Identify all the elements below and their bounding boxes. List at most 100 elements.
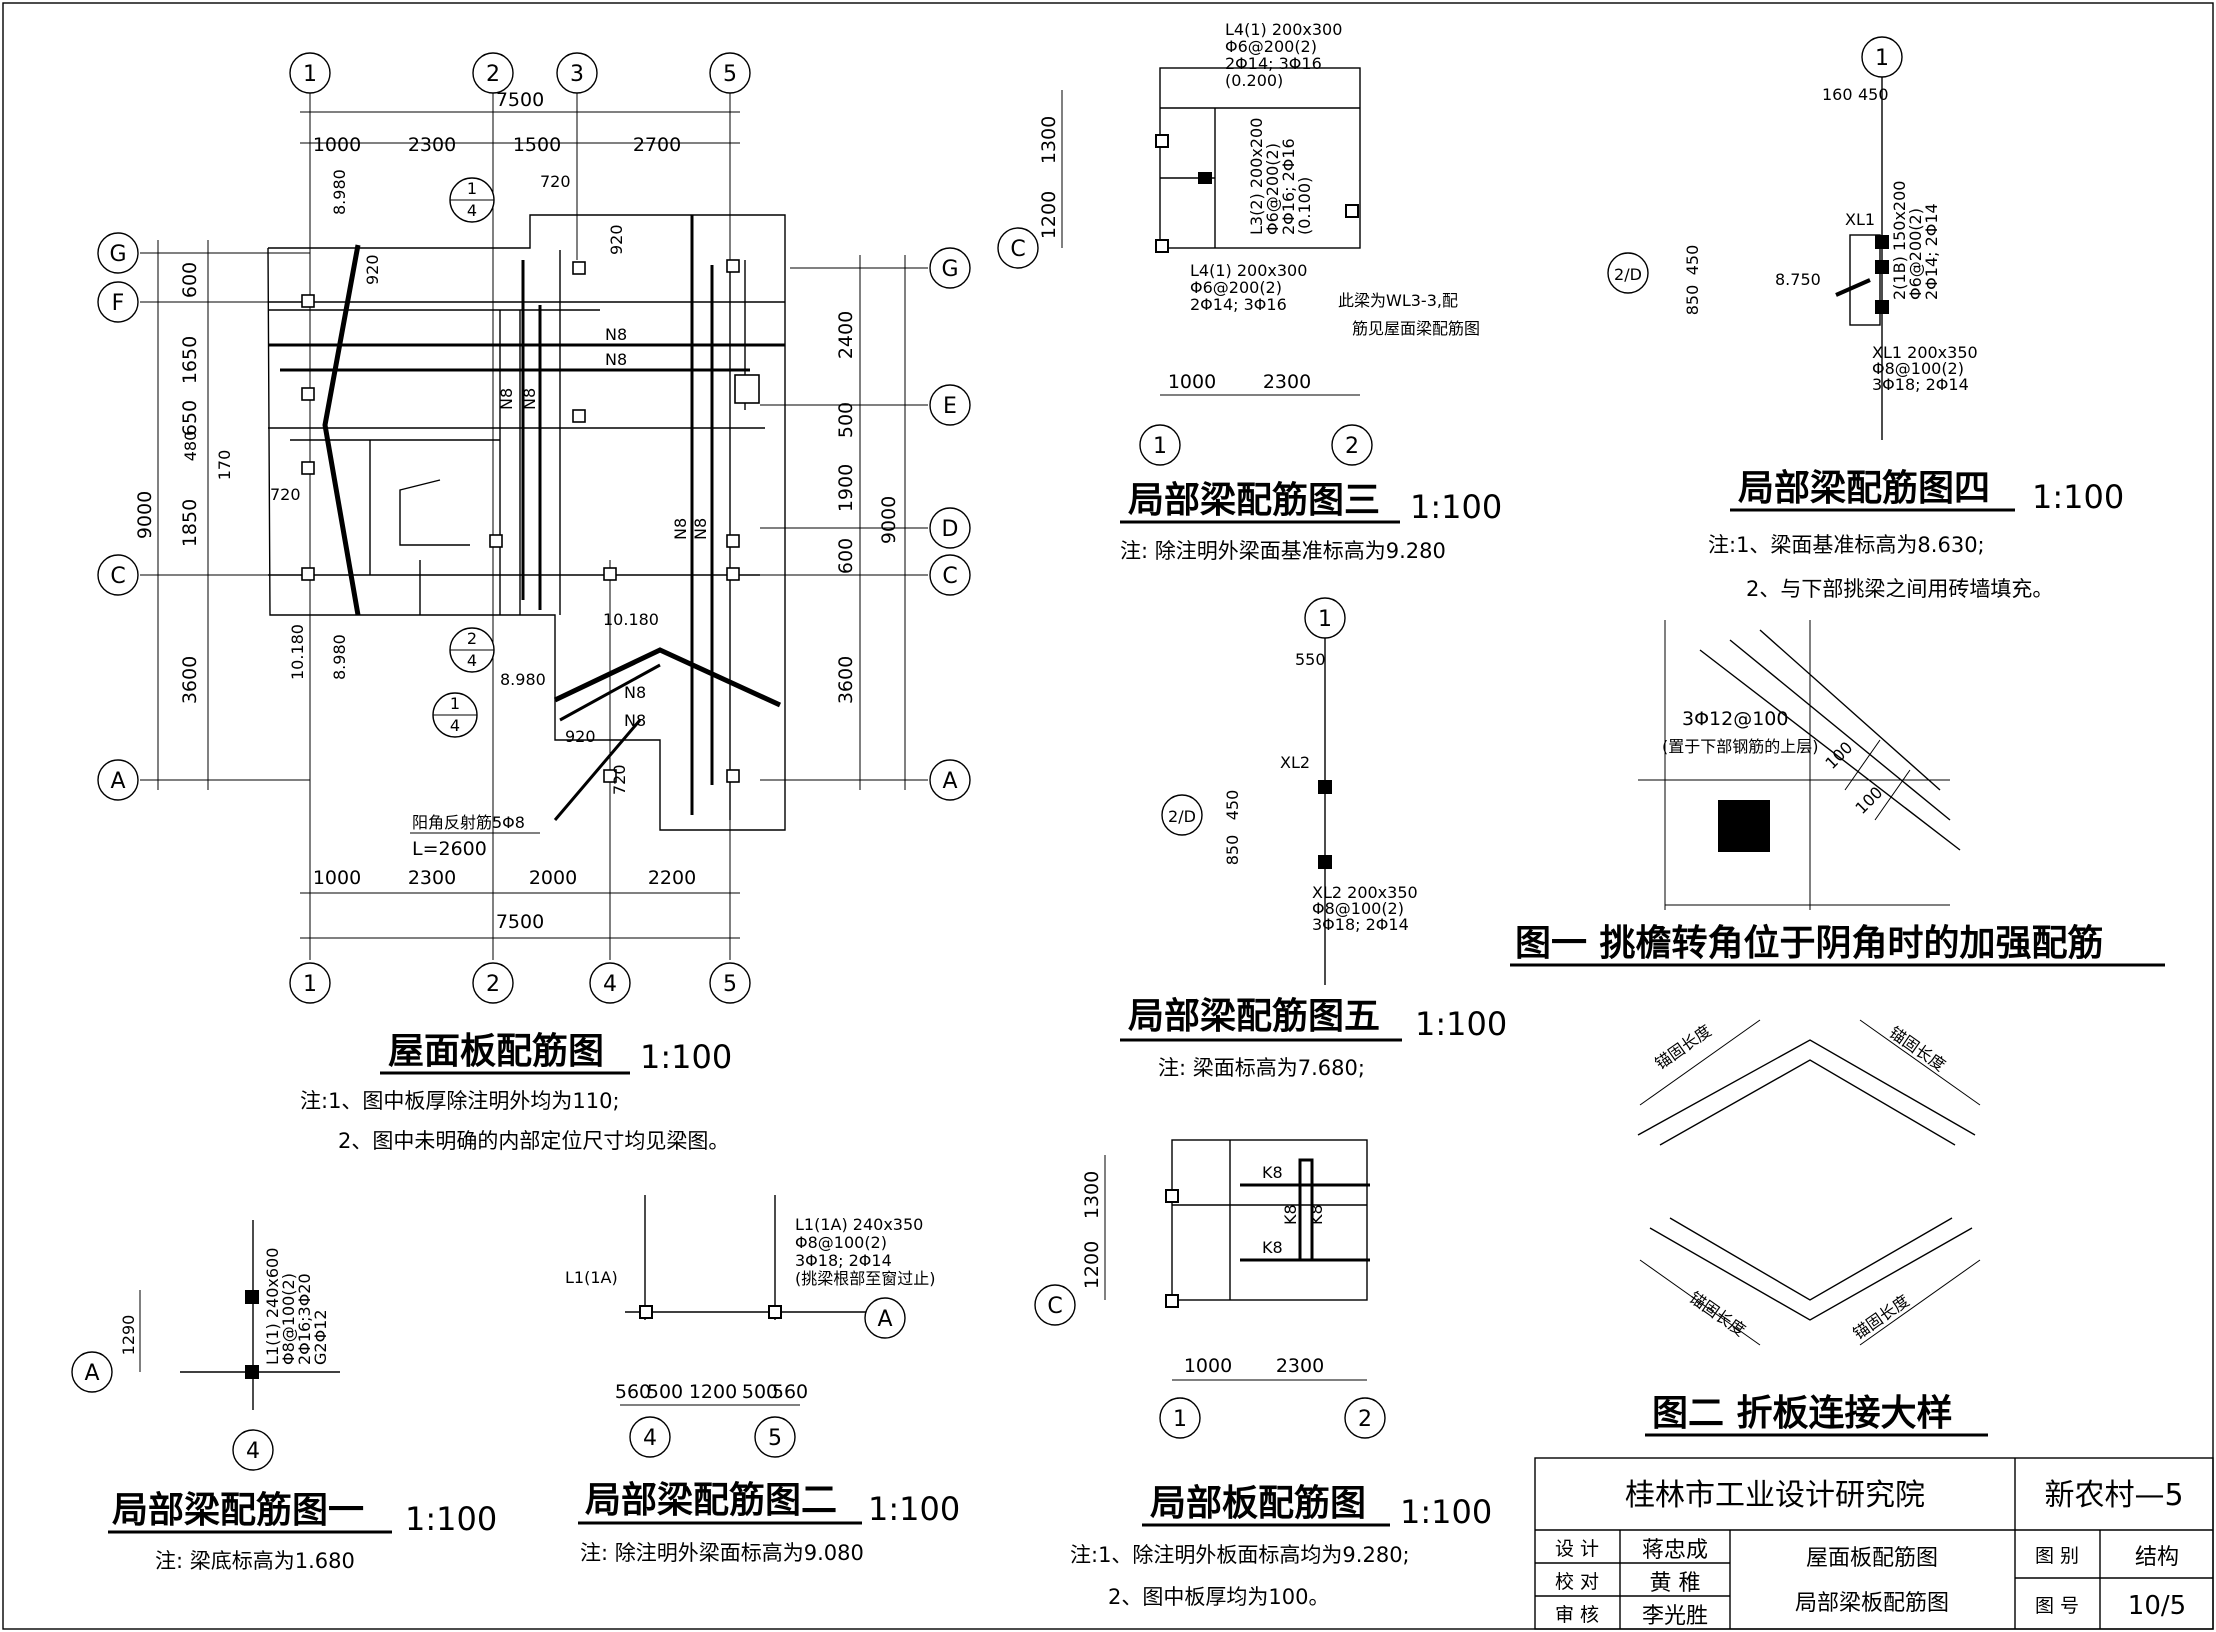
figure2-anchor-4: 锚固长度 (1849, 1291, 1912, 1343)
detail3-beam-top-4: (0.200) (1225, 71, 1283, 90)
detail1-beam-1: L1(1) 240x600 (263, 1248, 282, 1365)
axis-bubble-bottom-5: 5 (709, 962, 751, 1004)
detail1-axis-4: 4 (232, 1429, 274, 1471)
detail4-dim-v1: 450 (1683, 245, 1702, 276)
detail1-scale: 1:100 (405, 1500, 497, 1538)
dim-bottom-4: 2200 (648, 867, 696, 889)
detail4-dim-1: 160 (1822, 85, 1853, 104)
title-block-number-value: 10/5 (2128, 1591, 2186, 1621)
svg-text:G: G (941, 257, 958, 282)
title-block-project: 新农村—5 (2044, 1478, 2183, 1513)
detail2-dim-5: 560 (772, 1381, 808, 1403)
detail4-beam-a-2: Φ6@200(2) (1906, 208, 1925, 300)
detail2-axis-5: 5 (754, 1416, 796, 1458)
detail3-beam-low-2: Φ6@200(2) (1190, 278, 1282, 297)
dim-top-total: 7500 (496, 89, 544, 111)
roof-slab-plan: 1 2 3 5 1 2 4 5 G F C A G E D C A (97, 52, 971, 1153)
title-block-drawing-2: 局部梁板配筋图 (1795, 1591, 1949, 1616)
svg-text:4: 4 (643, 1426, 657, 1451)
detail2-dim-4: 500 (742, 1381, 778, 1403)
elev-8980-c: 8.980 (500, 670, 546, 689)
dim-bottom-3: 2000 (529, 867, 577, 889)
detail1-dim: 1290 (119, 1315, 138, 1356)
detail6-k8-3: K8 (1281, 1204, 1300, 1225)
detail2-axis-4: 4 (629, 1416, 671, 1458)
detail5-axis-2d: 2/D (1161, 794, 1203, 836)
svg-text:D: D (942, 517, 959, 542)
dim-label-920-b: 920 (607, 224, 626, 255)
section-symbol-1-4-a: 14 (449, 177, 495, 223)
svg-text:E: E (943, 394, 957, 419)
detail4-axis-2d: 2/D (1607, 252, 1649, 294)
detail2-scale: 1:100 (868, 1490, 960, 1528)
figure2-anchor-1: 锚固长度 (1651, 1021, 1714, 1073)
detail6-k8-4: K8 (1307, 1204, 1326, 1225)
detail5-beam-1: XL2 200x350 (1312, 883, 1418, 902)
dim-bottom-total: 7500 (496, 911, 544, 933)
detail4-beam-b-1: XL1 200x350 (1872, 343, 1978, 362)
elev-10180-a: 10.180 (288, 624, 307, 680)
detail3-note: 注: 除注明外梁面基准标高为9.280 (1120, 539, 1446, 563)
axis-bubble-top-3: 3 (556, 52, 598, 94)
right-dimension-lines (859, 255, 906, 790)
svg-text:4: 4 (467, 201, 477, 220)
detail5-dim-v1: 450 (1223, 790, 1242, 821)
axis-bubble-right-G: G (929, 247, 971, 289)
detail2-beam-3: 3Φ18; 2Φ14 (795, 1251, 892, 1270)
figure2-anchor-2: 锚固长度 (1886, 1023, 1949, 1075)
elev-10180-b: 10.180 (603, 610, 659, 629)
detail5-note: 注: 梁面标高为7.680; (1158, 1056, 1365, 1080)
detail-beam-2: L1(1A) L1(1A) 240x350 Φ8@100(2) 3Φ18; 2Φ… (565, 1195, 960, 1565)
figure1-dim-a: 100 (1851, 783, 1886, 818)
detail4-scale: 1:100 (2032, 478, 2124, 516)
dim-top-2: 2300 (408, 134, 456, 156)
svg-text:1: 1 (1173, 1407, 1187, 1432)
rebar-label-n8-4: N8 (624, 711, 646, 730)
detail3-dim-v2: 1200 (1038, 191, 1060, 239)
svg-text:A: A (110, 769, 125, 794)
detail1-beam-2: Φ8@100(2) (279, 1273, 298, 1365)
svg-text:2: 2 (1345, 434, 1359, 459)
title-block-row3-name: 李光胜 (1642, 1604, 1708, 1629)
dim-top-4: 2700 (633, 134, 681, 156)
svg-text:1: 1 (450, 694, 460, 713)
dim-label-720-b: 720 (270, 485, 301, 504)
elev-8980-b: 8.980 (330, 634, 349, 680)
svg-text:C: C (942, 564, 957, 589)
dim-top-1: 1000 (313, 134, 361, 156)
detail4-beam-b-3: 3Φ18; 2Φ14 (1872, 375, 1969, 394)
svg-text:4: 4 (450, 716, 460, 735)
dim-label-720-c: 720 (610, 764, 629, 795)
detail3-beam-top-2: Φ6@200(2) (1225, 37, 1317, 56)
dim-label-920-c: 920 (565, 727, 596, 746)
detail4-axis-1: 1 (1861, 36, 1903, 78)
svg-text:5: 5 (768, 1426, 782, 1451)
detail6-title: 局部板配筋图 (1150, 1483, 1366, 1524)
svg-text:5: 5 (723, 972, 737, 997)
detail3-beam-top-3: 2Φ14; 3Φ16 (1225, 54, 1322, 73)
axis-bubble-left-A: A (97, 759, 139, 801)
axis-bubble-right-C: C (929, 554, 971, 596)
detail3-scale: 1:100 (1410, 488, 1502, 526)
svg-text:2: 2 (467, 629, 477, 648)
axis-bubble-bottom-4: 4 (589, 962, 631, 1004)
svg-text:1: 1 (1153, 434, 1167, 459)
svg-text:C: C (110, 564, 125, 589)
left-dimension-lines (157, 240, 209, 790)
svg-text:2: 2 (486, 62, 500, 87)
svg-text:5: 5 (723, 62, 737, 87)
title-block: 桂林市工业设计研究院 新农村—5 设 计 蒋忠成 校 对 黄 稚 审 核 李光胜… (1534, 1457, 2214, 1630)
detail2-dim-3: 1200 (689, 1381, 737, 1403)
detail2-note: 注: 除注明外梁面标高为9.080 (580, 1541, 864, 1565)
svg-text:1: 1 (1318, 607, 1332, 632)
dim-top-3: 1500 (513, 134, 561, 156)
figure1-dim-b: 100 (1821, 738, 1856, 773)
detail2-axis-a: A (864, 1297, 906, 1339)
svg-text:4: 4 (246, 1439, 260, 1464)
title-block-row3-label: 审 核 (1555, 1604, 1599, 1626)
detail5-title: 局部梁配筋图五 (1128, 996, 1380, 1037)
detail3-axis-c: C (997, 227, 1039, 269)
dim-left-5: 170 (215, 450, 234, 481)
rebar-label-n8-v1: N8 (497, 388, 516, 410)
detail4-dim-v2: 850 (1683, 285, 1702, 316)
